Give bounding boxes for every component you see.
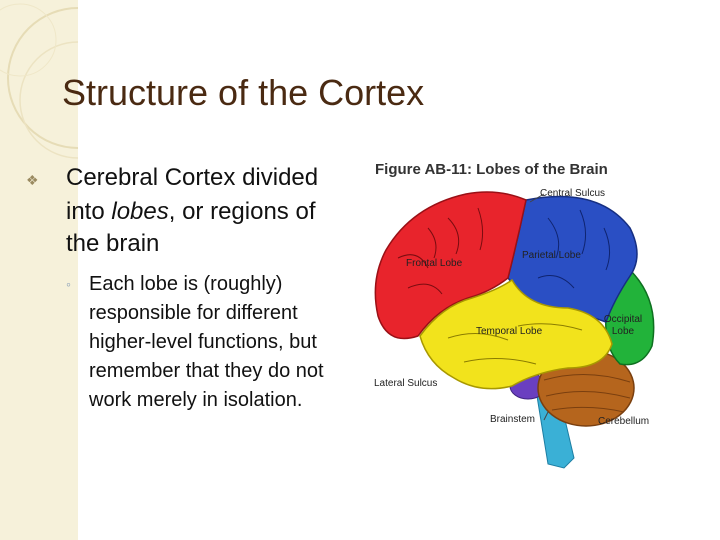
bullet-text-suffix: , or regions of the brain xyxy=(66,198,316,257)
brain-illustration xyxy=(374,191,655,469)
bullet-text-italic: lobes xyxy=(111,198,169,225)
bullet-text-prefix: Cerebral Cortex divided into xyxy=(66,164,319,225)
label-central-sulcus: Central Sulcus xyxy=(540,188,606,199)
sub-bullet-text: Each lobe is (roughly) responsible for d… xyxy=(89,273,324,411)
slide-title: Structure of the Cortex xyxy=(62,72,425,113)
label-cerebellum: Cerebellum xyxy=(598,416,650,427)
bullet-marker-icon: ❖ xyxy=(26,172,39,188)
label-parietal-lobe: Parietal Lobe xyxy=(522,250,581,261)
label-brainstem: Brainstem xyxy=(490,414,536,425)
label-frontal-lobe: Frontal Lobe xyxy=(406,258,463,269)
sub-bullet-marker-icon: ◦ xyxy=(66,276,71,292)
label-occipital-lobe: Occipital Lobe xyxy=(603,314,643,337)
label-temporal-lobe: Temporal Lobe xyxy=(476,326,543,337)
frontal-lobe-region xyxy=(374,191,527,340)
decorative-side-band xyxy=(0,0,78,540)
brain-lobes-figure: Figure AB-11: Lobes of the Brain Central… xyxy=(368,158,668,478)
figure-title: Figure AB-11: Lobes of the Brain xyxy=(375,161,608,178)
label-lateral-sulcus: Lateral Sulcus xyxy=(374,378,438,389)
swirl-decoration xyxy=(0,3,78,159)
sub-bullet-lobe-functions: ◦ Each lobe is (roughly) responsible for… xyxy=(66,270,346,415)
bullet-cerebral-cortex: ❖ Cerebral Cortex divided into lobes, or … xyxy=(26,162,346,260)
